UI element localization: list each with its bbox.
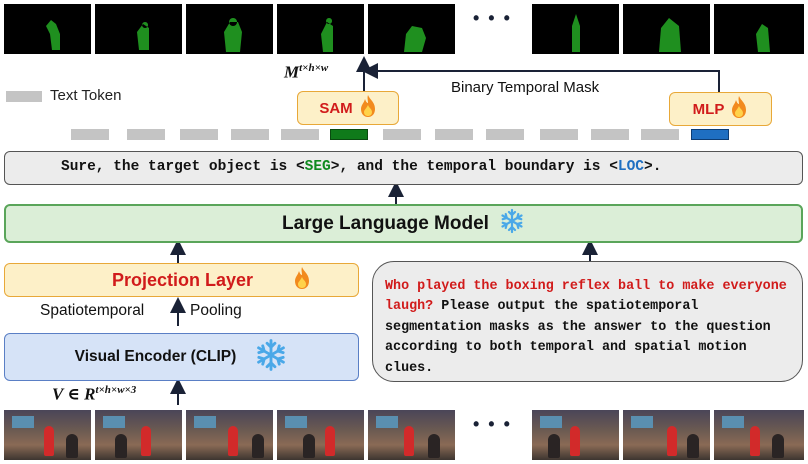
text-token-swatch [6,91,42,102]
text-token [383,129,421,140]
text-token [486,129,524,140]
video-frame [186,410,273,460]
mask-frame [277,4,364,54]
mask-frame [714,4,804,54]
question-box: Who played the boxing reflex ball to mak… [372,261,803,382]
text-token [127,129,165,140]
video-frame [532,410,619,460]
mask-silhouette [404,26,426,52]
mask-frame [95,4,182,54]
mlp-box: MLP [669,92,772,126]
pooling-label-left: Spatiotemporal [40,302,145,319]
snowflake-icon [254,338,288,377]
input-symbol: V ∈ Rt×h×w×3 [52,384,136,405]
output-seg-token: SEG [304,159,331,175]
mlp-label: MLP [692,100,725,118]
text-token [231,129,269,140]
snowflake-icon [499,208,525,240]
fire-icon [730,95,748,123]
video-frame [95,410,182,460]
binary-temporal-mask-label: Binary Temporal Mask [451,79,600,96]
projection-layer-label: Projection Layer [111,269,254,290]
fire-icon [293,266,311,295]
sam-label: SAM [319,99,353,117]
loc-token [691,129,729,140]
input-symbol-space: R [84,384,96,404]
llm-box: Large Language Model [4,204,803,243]
fire-icon [359,94,377,122]
projection-layer-box: Projection Layer [4,263,359,297]
arrow-up-icon [362,63,720,92]
text-token [540,129,578,140]
output-suffix: >. [644,159,662,175]
output-prefix: Sure, the target object is < [61,159,305,175]
llm-label: Large Language Model [282,212,489,234]
visual-encoder-box: Visual Encoder (CLIP) [4,333,359,381]
llm-output-box: Sure, the target object is <SEG>, and th… [4,151,803,185]
mask-silhouette [224,18,242,52]
input-symbol-base: V [52,384,64,404]
output-loc-token: LOC [617,159,645,175]
video-frame [4,410,91,460]
mask-silhouette [321,18,333,52]
mask-frame [623,4,710,54]
mask-silhouette [137,22,149,50]
frame-ellipsis: • • • [473,414,512,434]
seg-token [330,129,368,140]
mask-silhouette [756,24,770,52]
mask-frame [4,4,91,54]
input-symbol-sup: t×h×w×3 [95,384,137,396]
video-frame [368,410,455,460]
mask-frame [186,4,273,54]
mask-symbol-sup: t×h×w [299,62,329,74]
question-rest: Please output the spatiotemporal segment… [385,299,771,376]
mask-symbol: Mt×h×w [284,62,328,83]
mask-silhouette [659,18,681,52]
output-middle: >, and the temporal boundary is < [330,159,618,175]
text-token [180,129,218,140]
mask-frame [532,4,619,54]
question-highlight: Who played the boxing reflex ball to mak… [385,279,787,315]
frame-ellipsis: • • • [473,8,512,28]
mask-silhouette [46,20,60,50]
text-token [281,129,319,140]
mask-symbol-base: M [284,62,300,82]
text-token [591,129,629,140]
text-token-legend: Text Token [50,87,122,104]
text-token [435,129,473,140]
video-frame [623,410,710,460]
pooling-label-right: Pooling [190,302,242,319]
text-token [71,129,109,140]
video-frame [277,410,364,460]
input-symbol-in: ∈ [67,384,80,404]
sam-box: SAM [297,91,399,125]
mask-silhouette [572,14,580,52]
mask-frame [368,4,455,54]
visual-encoder-label: Visual Encoder (CLIP) [74,348,237,365]
video-frame [714,410,804,460]
text-token [641,129,679,140]
